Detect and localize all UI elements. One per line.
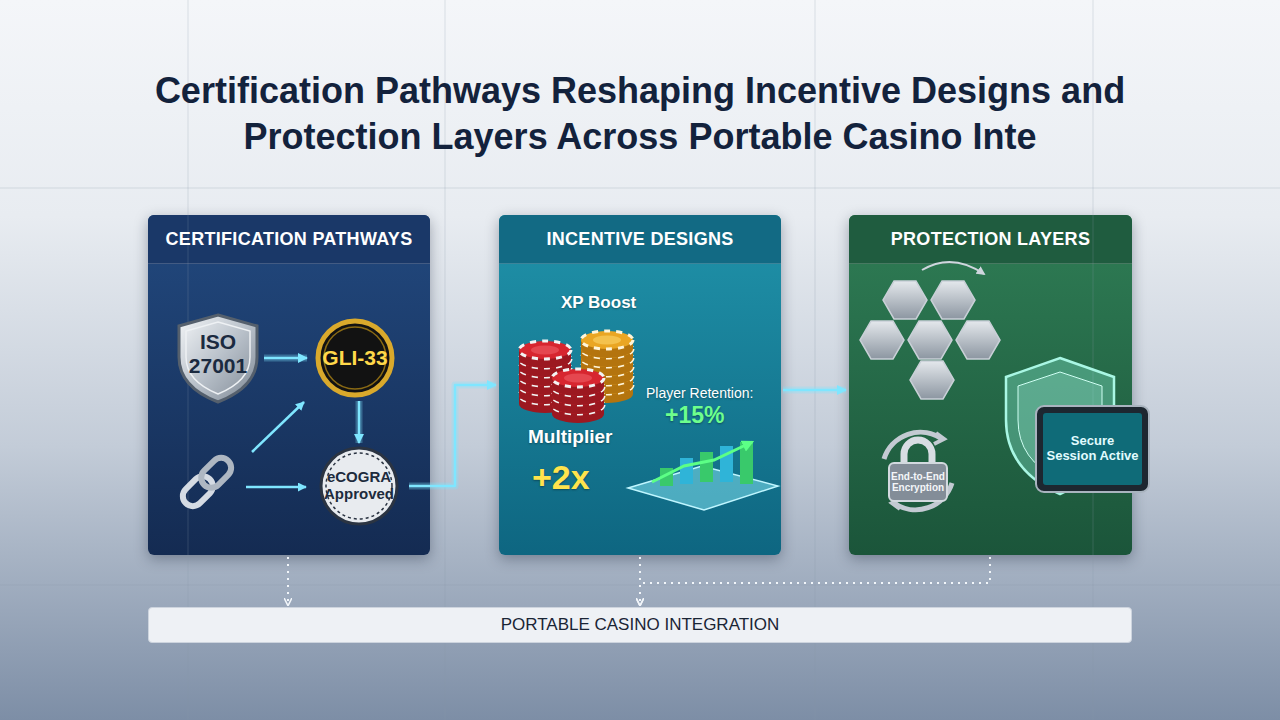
chain-leader-arrows — [246, 402, 306, 487]
connector-line — [639, 557, 641, 605]
text-holder: Player Retention: — [646, 385, 753, 401]
ecogra-stamp: eCOGRA Approved — [312, 446, 406, 526]
text-holder: XP Boost — [561, 293, 636, 313]
diagram-title: Certification Pathways Reshaping Incenti… — [90, 68, 1190, 160]
connector — [264, 358, 307, 359]
session-tablet: Secure Session Active — [1035, 405, 1150, 493]
multiplier-value: +2x — [532, 458, 590, 497]
connector — [640, 557, 641, 605]
gli-seal: GLI-33 — [310, 318, 400, 398]
incentive-label: Multiplier — [528, 426, 612, 448]
text-area: ISO 27001 — [175, 312, 261, 404]
panel-heading: INCENTIVE DESIGNS — [499, 215, 781, 263]
text-area: GLI-33 — [310, 318, 400, 398]
node-label: eCOGRA Approved — [320, 469, 398, 503]
node-label: End-to-End Encryption — [889, 471, 947, 493]
text-holder: +15% — [665, 402, 724, 429]
protection-panel: PROTECTION LAYERSEnd-to-End EncryptionSe… — [849, 215, 1132, 555]
hexagon-cluster — [860, 262, 1000, 399]
certification-panel: CERTIFICATION PATHWAYS ISO 27001 GLI-33 eCO… — [148, 215, 430, 555]
text-holder: Multiplier — [528, 426, 612, 448]
casino-chips — [519, 331, 633, 423]
text-area: End-to-End Encryption — [872, 425, 964, 517]
connector-glow — [264, 355, 307, 362]
encryption-lock: End-to-End Encryption — [872, 425, 964, 517]
metric-value: +15% — [665, 402, 724, 429]
connector-line — [783, 389, 846, 392]
connector-glow — [409, 385, 496, 486]
connector-line — [409, 385, 496, 486]
growth-chart — [628, 442, 778, 510]
connector — [640, 557, 990, 605]
connector-line — [358, 401, 361, 443]
integration-bar: PORTABLE CASINO INTEGRATION — [148, 607, 1132, 643]
node-label: GLI-33 — [315, 346, 395, 370]
text-area: Secure Session Active — [1035, 405, 1150, 493]
incentive-panel: INCENTIVE DESIGNS XP BoostPlayer Retentio… — [499, 215, 781, 555]
chain-icon — [179, 454, 236, 511]
node-label: Secure Session Active — [1046, 434, 1140, 463]
incentive-label: XP Boost — [561, 293, 636, 313]
text-area: eCOGRA Approved — [312, 446, 406, 526]
panel-heading: PROTECTION LAYERS — [849, 215, 1132, 263]
connector-glow — [356, 401, 363, 443]
connector-line — [640, 557, 990, 605]
connector-line — [264, 357, 307, 360]
connector — [359, 401, 360, 443]
connector — [409, 385, 496, 486]
connector — [288, 557, 289, 605]
metric-label: Player Retention: — [646, 385, 753, 401]
bar-label: PORTABLE CASINO INTEGRATION — [149, 608, 1131, 642]
node-label: ISO 27001 — [185, 330, 251, 377]
connector-glow — [783, 387, 846, 394]
connector-line — [287, 557, 289, 605]
connector — [783, 390, 846, 391]
iso-badge: ISO 27001 — [175, 312, 261, 404]
text-holder: +2x — [532, 458, 590, 497]
panel-heading: CERTIFICATION PATHWAYS — [148, 215, 430, 263]
